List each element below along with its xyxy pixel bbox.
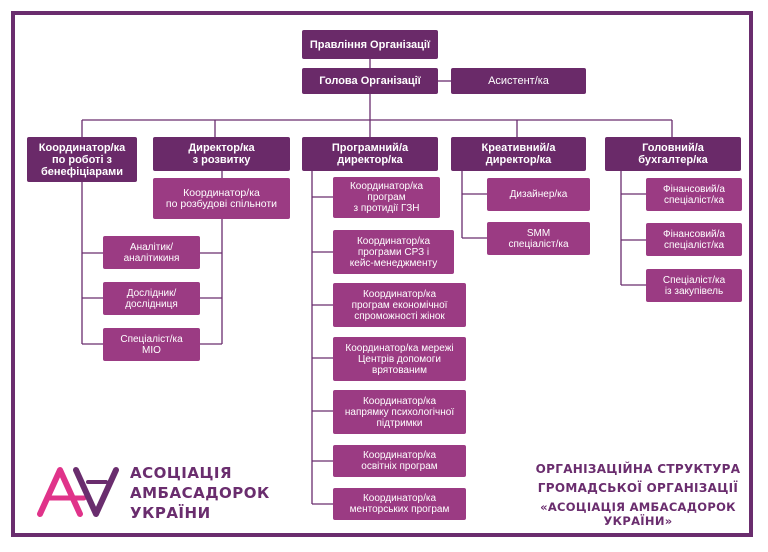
- program-coordinator-box: Координатор/ка програм економічної спром…: [333, 283, 466, 327]
- program-coordinator-box: Координатор/ка програм з протидії ГЗН: [333, 177, 440, 218]
- program-coordinator-box: Координатор/ка мережі Центрів допомоги в…: [333, 337, 466, 381]
- financial-specialist-box: Фінансовий/а спеціаліст/ка: [646, 223, 742, 256]
- development-director-box: Директор/ка з розвитку: [153, 137, 290, 171]
- community-coordinator-box: Координатор/ка по розбудові спільноти: [153, 178, 290, 219]
- caption-line1: ОРГАНІЗАЦІЙНА СТРУКТУРА: [535, 462, 741, 476]
- board-box: Правління Організації: [302, 30, 438, 59]
- page-frame: [11, 11, 753, 537]
- researcher-box: Дослідник/ дослідниця: [103, 282, 200, 315]
- program-coordinator-box: Координатор/ка напрямку психологічної пі…: [333, 390, 466, 434]
- caption-line2: ГРОМАДСЬКОЇ ОРГАНІЗАЦІЇ: [537, 481, 739, 495]
- program-coordinator-box: Координатор/ка менторських програм: [333, 488, 466, 520]
- assistant-box: Асистент/ка: [451, 68, 586, 94]
- designer-box: Дизайнер/ка: [487, 178, 590, 211]
- caption-line3: «АСОЦІАЦІЯ АМБАСАДОРОК УКРАЇНИ»: [540, 500, 736, 528]
- logo-text-line2: АМБАСАДОРОК: [130, 484, 270, 502]
- procurement-specialist-box: Спеціаліст/ка із закупівель: [646, 269, 742, 302]
- smm-specialist-box: SMM спеціаліст/ка: [487, 222, 590, 255]
- financial-specialist-box: Фінансовий/а спеціаліст/ка: [646, 178, 742, 211]
- program-director-box: Програмний/а директор/ка: [302, 137, 438, 171]
- logo-text-line1: АСОЦІАЦІЯ: [130, 464, 233, 482]
- analyst-box: Аналітик/ аналітикиня: [103, 236, 200, 269]
- mio-specialist-box: Спеціаліст/ка МІО: [103, 328, 200, 361]
- program-coordinator-box: Координатор/ка освітніх програм: [333, 445, 466, 477]
- association-logo-icon: [37, 467, 119, 517]
- chief-accountant-box: Головний/а бухгалтер/ка: [605, 137, 741, 171]
- program-coordinator-box: Координатор/ка програми СРЗ і кейс-менед…: [333, 230, 454, 274]
- coordinator-beneficiaries-box: Координатор/ка по роботі з бенефіціарами: [27, 137, 137, 182]
- creative-director-box: Креативний/а директор/ка: [451, 137, 586, 171]
- logo-text-line3: УКРАЇНИ: [130, 504, 211, 522]
- head-box: Голова Організації: [302, 68, 438, 94]
